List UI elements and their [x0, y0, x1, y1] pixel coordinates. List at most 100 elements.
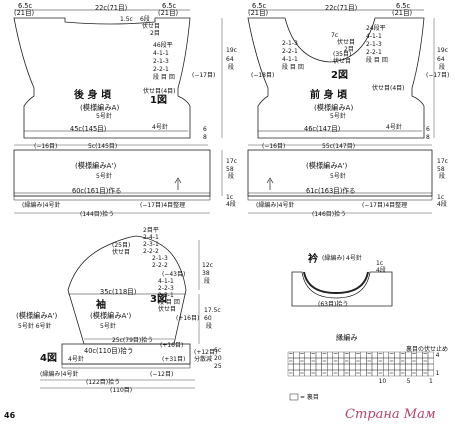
chart-cell	[394, 357, 401, 365]
front-neckdec-2: 2-2-1	[282, 48, 298, 55]
chart-row-number: 4	[436, 352, 440, 359]
chart-legend-box	[289, 393, 299, 401]
front-arm-4: 2-2-1	[366, 49, 382, 56]
page-number: 46	[4, 411, 16, 420]
front-top-right: 6.5c	[396, 2, 410, 10]
sleeve-cuff-needle: 4号針	[68, 355, 84, 363]
back-arm-3: 2-1-3	[153, 58, 169, 65]
back-needle: 5号針	[96, 112, 112, 120]
front-h19: 19c	[437, 47, 448, 54]
chart-cell	[327, 369, 333, 377]
sleeve-fig: 3図	[150, 293, 167, 305]
back-h8: 8	[203, 134, 207, 141]
sleeve-cap-2: 2-3-1	[143, 241, 159, 248]
front-rib-label: (模様編みA')	[306, 161, 347, 170]
back-top-right: 6.5c	[162, 2, 176, 10]
chart-cell	[383, 357, 389, 365]
front-h4: 4段	[437, 200, 447, 208]
front-hdan: 段	[439, 63, 445, 71]
front-body-width: 46c(147目)	[304, 125, 340, 133]
front-side-dec-r: (−17目)	[426, 72, 449, 79]
chart-cell	[304, 363, 311, 371]
chart-cell	[338, 369, 345, 377]
front-fig: 2図	[331, 69, 348, 81]
sleeve-cap2-3: 2-3-1	[158, 292, 174, 299]
chart-cell	[338, 363, 345, 371]
chart-col-number: 1	[429, 378, 433, 385]
front-bottom-right: (−17目)4目整理	[362, 201, 407, 209]
chart-cell	[399, 351, 406, 359]
back-rib-label: (模様編みA')	[75, 161, 116, 170]
front-neckdec-4: 段 目 回	[282, 63, 304, 71]
collar-panel: 衿 (縁編み) 4号針 1c 4段 (63目)拾う	[291, 252, 393, 308]
chart-cell	[349, 351, 356, 359]
back-body-width: 45c(145目)	[70, 125, 106, 133]
front-top-center: 22c(71目)	[325, 4, 357, 12]
sleeve-cap-1: 2-4-1	[143, 234, 159, 241]
back-side-dec: (−17目)	[192, 72, 215, 79]
chart-cell	[332, 363, 339, 371]
chart-cell	[338, 357, 345, 365]
front-rib-needle: 5号針	[330, 172, 346, 180]
sleeve-needle6: 5号針 6号針	[18, 322, 52, 330]
front-neck-5: 伏せ目	[333, 57, 351, 65]
front-rib-dec: (−16目)	[262, 143, 285, 150]
chart-cell	[304, 369, 311, 377]
chart-cell	[383, 369, 389, 377]
front-edge-band	[247, 195, 433, 201]
chart-cell	[315, 369, 322, 377]
sleeve-hdan2: 段	[206, 322, 212, 330]
sleeve-h20: 20	[214, 355, 222, 362]
back-bottom-total: (144目)拾う	[80, 210, 114, 218]
back-top-right-sub: (21目)	[158, 9, 178, 17]
sleeve-outline	[67, 235, 187, 345]
sleeve-cap2-4: 段 目 回	[158, 298, 180, 306]
chart-cell	[287, 351, 294, 359]
front-neckdec-1: 2-1-3	[282, 40, 298, 47]
watermark: Страна Мам	[345, 407, 436, 422]
chart-cell	[405, 369, 412, 377]
sleeve-cuff-width: 25c(79目)拾う	[112, 336, 153, 344]
back-rib-needle: 5号針	[96, 172, 112, 180]
back-arm-6: 伏せ目(4目)	[143, 87, 176, 95]
sleeve-cap-6: 2-1-3	[152, 255, 168, 262]
sleeve-h25: 25	[214, 363, 222, 370]
chart-cell	[293, 351, 300, 359]
front-arm-1: 24段平	[366, 24, 386, 32]
front-h58: 58	[437, 166, 445, 173]
back-arm-5: 段 目 回	[153, 73, 175, 81]
sleeve-h12: 12c	[202, 262, 213, 269]
front-cast-on: 61c(163目)作る	[306, 186, 356, 195]
chart-cell	[411, 363, 417, 371]
back-h64: 64	[226, 56, 234, 63]
chart-cell	[377, 363, 384, 371]
collar-pattern: (縁編み)	[322, 254, 345, 262]
sleeve-cap-4: 伏せ目	[112, 248, 130, 256]
back-rib-width: 5c(145目)	[88, 143, 117, 150]
chart-cell	[343, 351, 350, 359]
sleeve-cap-dec: (−43目)	[162, 271, 185, 278]
sleeve-inc31: (+31目)	[162, 356, 185, 363]
back-body-outline	[13, 17, 191, 139]
front-h17: 17c	[437, 158, 448, 165]
chart-cell	[360, 369, 367, 377]
sleeve-minus12: (−12目)	[150, 371, 173, 378]
chart-cell	[416, 363, 423, 371]
chart-cell	[416, 357, 423, 365]
chart-cell	[371, 351, 378, 359]
back-pattern: (模様編みA)	[80, 103, 119, 112]
back-h4: 4段	[226, 200, 236, 208]
sleeve-cap2-2: 2-2-3	[158, 285, 174, 292]
collar-outline	[291, 271, 393, 307]
chart-col-number: 10	[379, 378, 387, 385]
back-bottom-left: (縁編み)4号針	[22, 201, 61, 209]
chart-title: 縁編み	[336, 333, 358, 342]
front-arm-2: 4-1-1	[366, 33, 382, 40]
front-neck-1: 7c	[331, 32, 338, 39]
front-needle: 5号針	[330, 112, 346, 120]
chart-cell	[355, 351, 361, 359]
chart-cell	[338, 351, 345, 359]
